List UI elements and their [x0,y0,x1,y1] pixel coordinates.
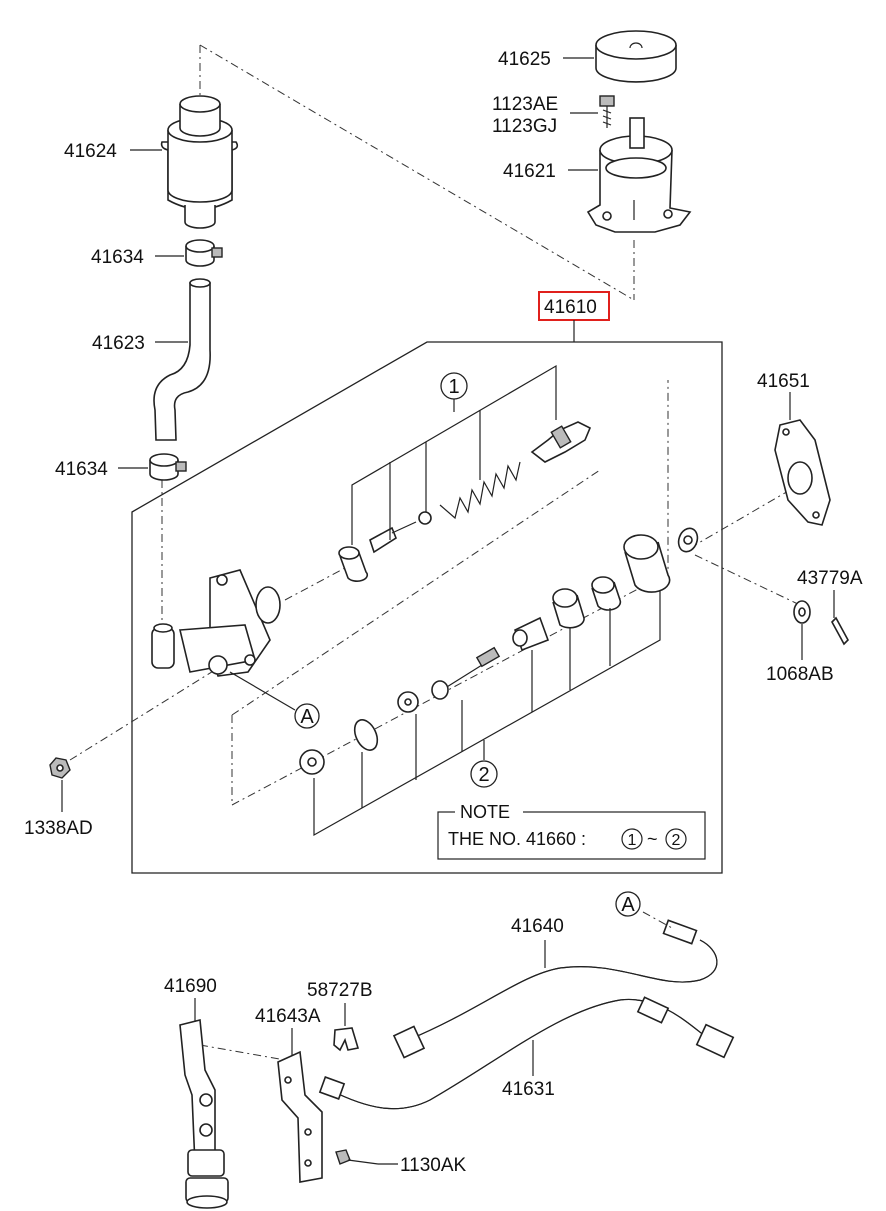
kit2-bracket [313,590,661,837]
hose-clamp-top [185,239,223,267]
guide-line-rod [284,567,346,601]
note-title-bg [455,802,523,820]
label-41690: 41690 [164,976,217,997]
clevis [677,527,699,553]
clutch-hose-41631 [318,996,735,1110]
kit-marker-2: 2 [470,760,498,788]
guide-line-pin [694,554,801,606]
svg-text:2: 2 [478,764,489,786]
label-1068ab: 1068AB [766,664,834,685]
bolt-1130ak [335,1149,379,1165]
kit1-bracket [351,364,557,545]
guide-line-ref-a2 [642,911,673,929]
svg-text:2: 2 [672,832,681,849]
label-1338ad: 1338AD [24,818,93,839]
hose-clamp-bottom [149,453,187,481]
reservoir-bracket [586,117,692,233]
label-41625: 41625 [498,49,551,70]
reservoir-hose [153,278,211,441]
clutch-tube-41640 [392,919,718,1059]
note-range-separator: ~ [647,829,658,849]
gasket-41651 [774,419,831,526]
ref-marker-a2: A [615,891,641,917]
label-41610[interactable]: 41610 [544,297,597,318]
label-41634-top: 41634 [91,247,144,268]
note-box [437,811,706,860]
kit2-parts [299,534,671,775]
label-43779a: 43779A [797,568,863,589]
reservoir-cap [595,30,677,83]
nut-1338ad [49,757,71,779]
svg-text:1: 1 [628,832,637,849]
ref-marker-a1: A [294,703,320,729]
label-41624: 41624 [64,141,117,162]
release-cylinder-41690 [179,1018,229,1209]
svg-text:A: A [300,706,314,728]
guide-line-nut [69,669,216,761]
kit2-dashed-box-top [231,469,601,716]
bolt-1123ae [599,95,615,128]
label-41634-bottom: 41634 [55,459,108,480]
kit2-dashed-box [231,380,669,806]
clip-58727b [333,1027,360,1052]
kit-marker-1: 1 [440,372,468,400]
cotter-pin-43779a [831,616,849,646]
note-text: THE NO. 41660 : [448,829,586,849]
kit1-parts [338,421,592,582]
master-cylinder-body [151,569,281,677]
label-41621: 41621 [503,161,556,182]
label-41643a: 41643A [255,1006,321,1027]
note-title: NOTE [460,802,510,822]
svg-text:1: 1 [448,376,459,398]
label-41623: 41623 [92,333,145,354]
note-range-start: 1 [621,828,643,850]
washer-1068ab [793,600,811,624]
leader-ref-a1 [229,671,296,711]
svg-text:A: A [621,894,635,916]
label-1123gj: 1123GJ [492,116,557,137]
assembly-frame [131,341,723,874]
label-41640: 41640 [511,916,564,937]
guide-line-bracket-bottom [199,1044,286,1061]
guide-line-reservoir [199,44,635,301]
reservoir-tank [160,95,239,229]
bracket-41643a [277,1050,323,1183]
label-58727b: 58727B [307,980,373,1001]
guide-line-gasket [689,489,791,549]
label-41631: 41631 [502,1079,555,1100]
label-41651: 41651 [757,371,810,392]
label-1130ak: 1130AK [400,1155,467,1176]
note-range-end: 2 [665,828,687,850]
label-1123ae: 1123AE [492,94,558,115]
